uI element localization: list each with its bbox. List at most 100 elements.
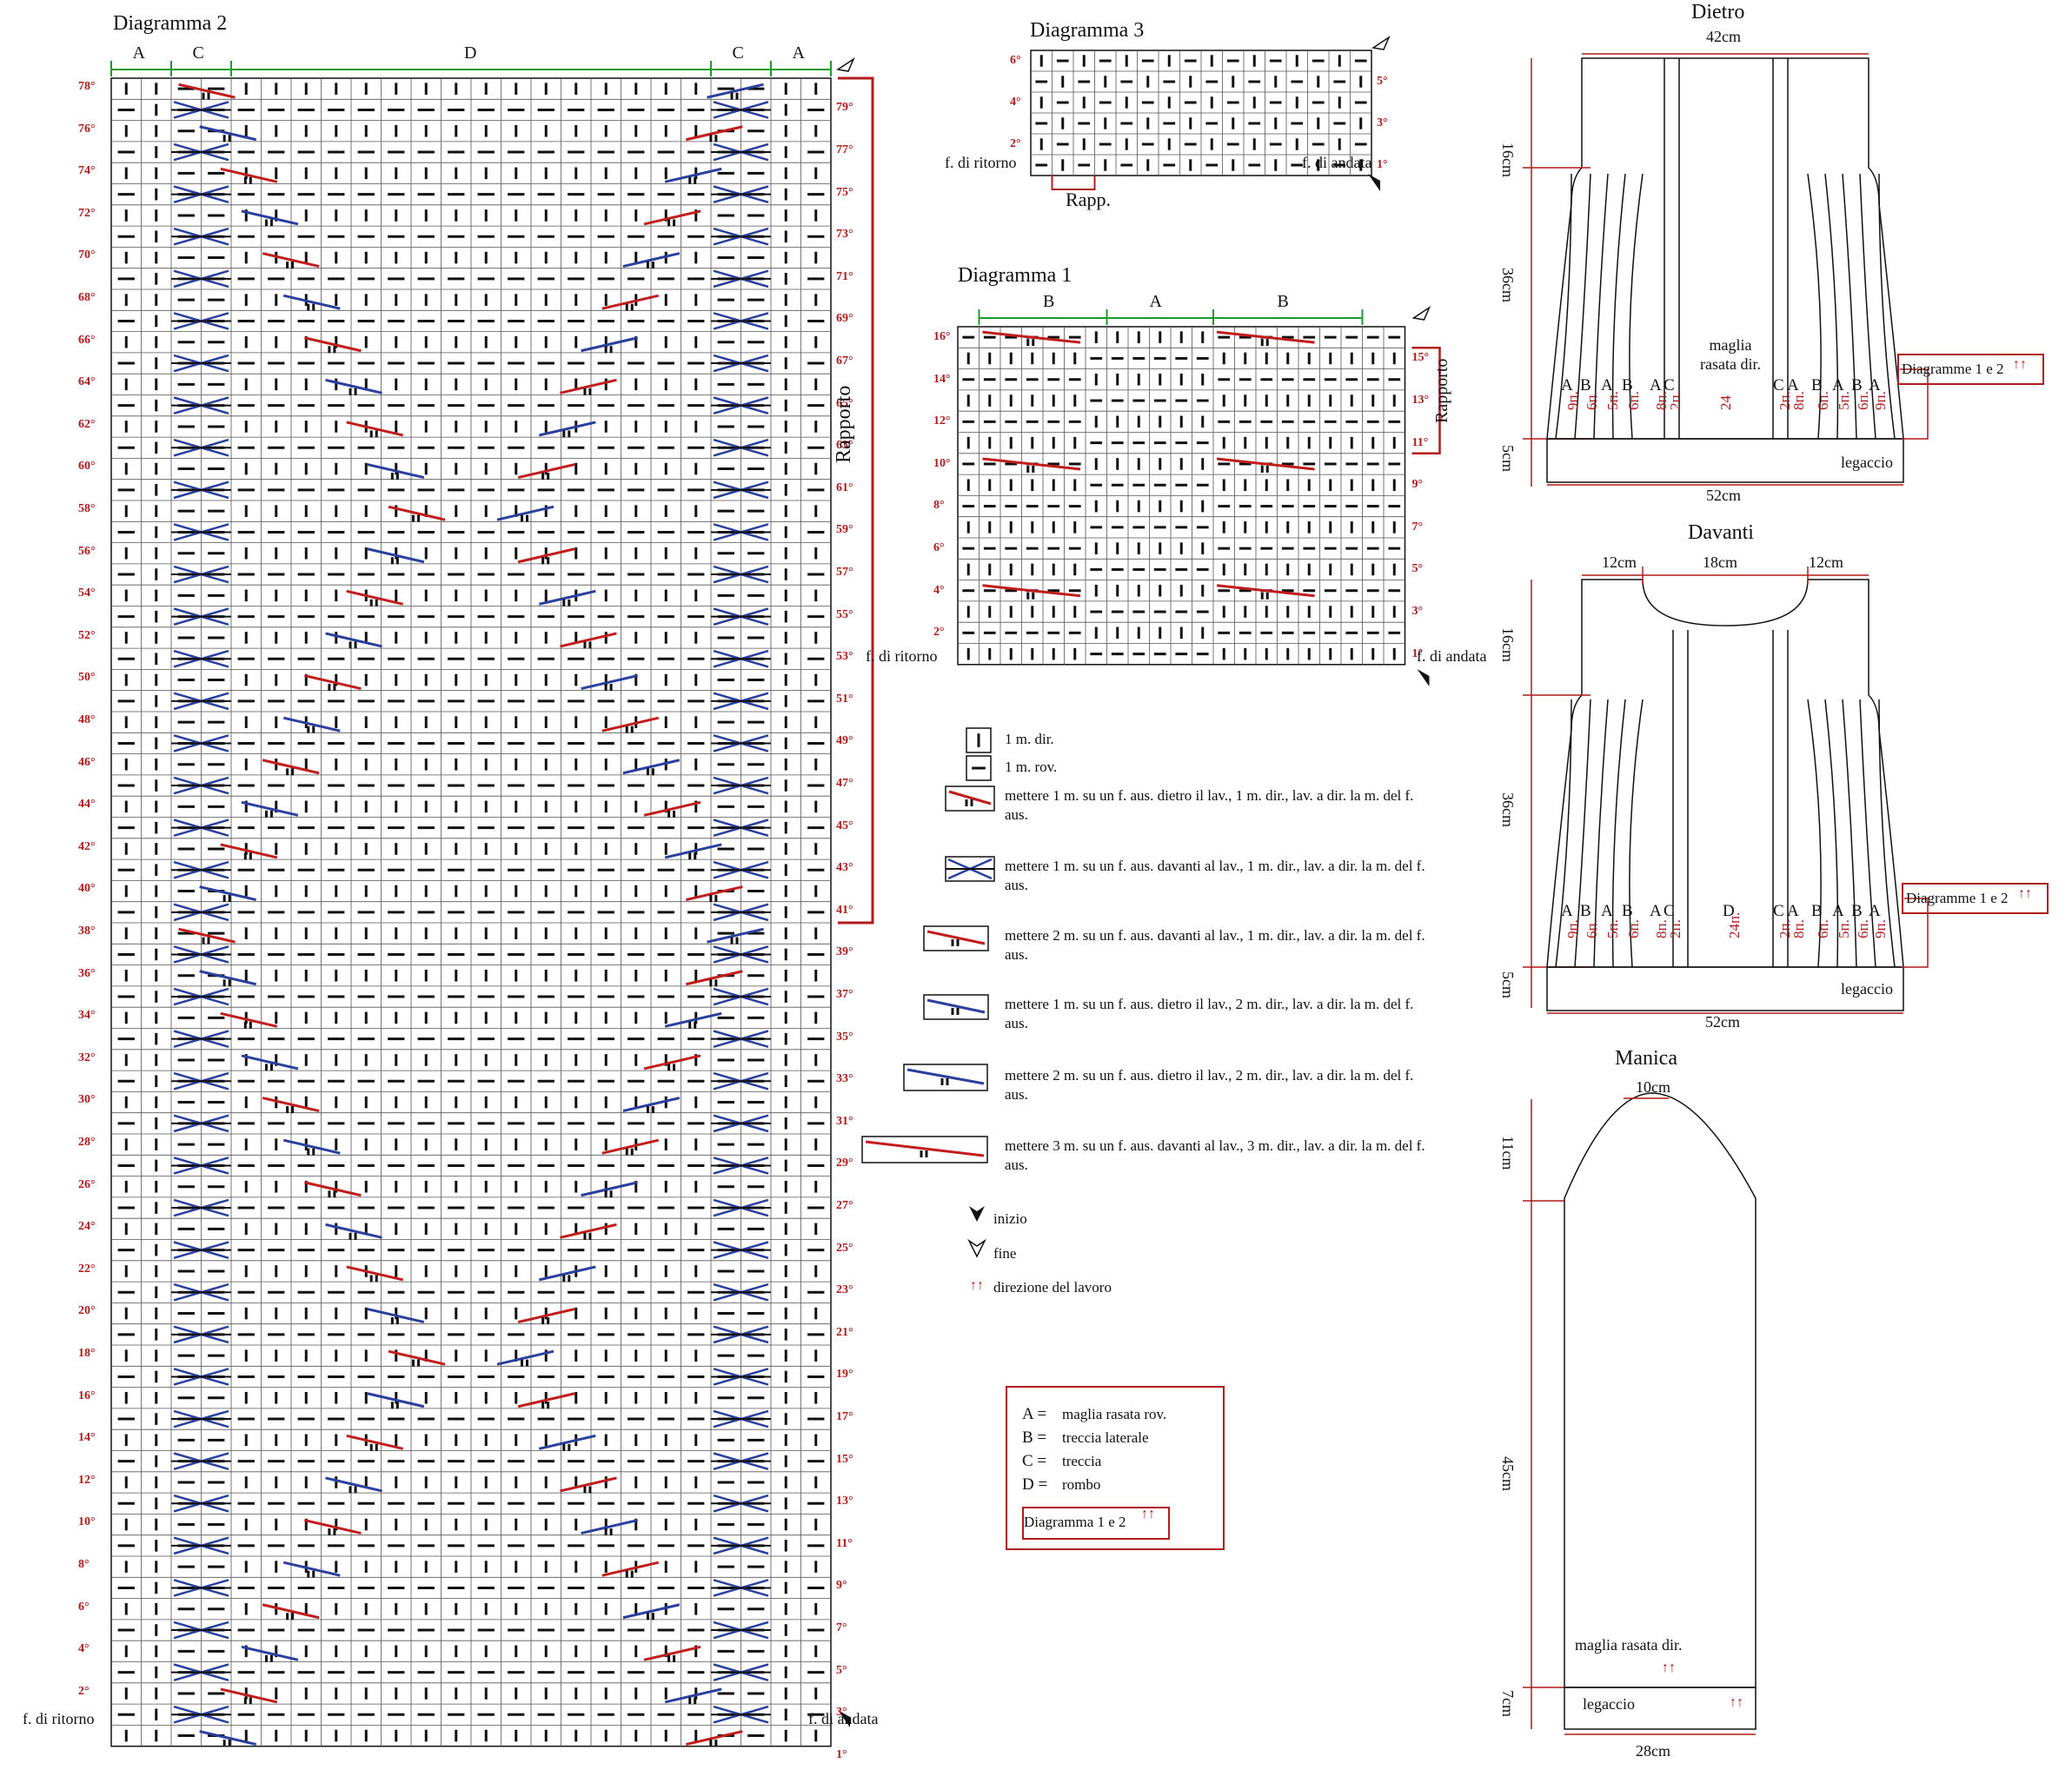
cable-left [282,1138,341,1155]
dietro-stitch-count: 6п. [1584,391,1600,410]
diagram-1-row-number: 2° [933,626,945,640]
cable-right [517,463,575,480]
cable-left [220,1687,278,1704]
diagram-1-row-number: 5° [1411,562,1424,576]
dietro-stitch-count: 5п. [1604,391,1621,410]
diagram-1-section-label: B [1277,292,1289,311]
davanti-width-mid: 18cm [1703,553,1737,571]
cable-right [664,843,722,859]
dietro-section-letter: A [1787,376,1799,394]
cable-left [367,1392,425,1409]
cable-left [262,1097,320,1113]
davanti-stitch-count: 5п. [1604,919,1621,938]
dietro-section-letter: C [1773,376,1784,394]
cable-2-front-red [926,930,986,945]
start-arrow-icon [1368,174,1380,191]
dietro-top-width: 42cm [1706,28,1741,45]
diagram-2-row-number: 67° [836,354,853,368]
diagram-3-row-number: 1° [1377,158,1388,171]
davanti-section-letter: A [1869,902,1881,920]
diagram-2-row-number: 2° [78,1684,90,1698]
diagram-2-row-number: 51° [836,692,853,706]
key-meaning: treccia [1062,1453,1102,1469]
diagram-1-return-row-label: f. di ritorno [866,647,938,665]
diagram-1-row-number: 16° [933,330,951,343]
end-arrow-icon [836,56,855,72]
cable-left [241,800,299,817]
cable-2-back-blue [906,1068,985,1085]
dietro-section-letter: A [1601,376,1613,394]
diagram-1-row-number: 9° [1411,478,1424,492]
cable-left [220,167,278,183]
manica-height-band: 7cm [1499,1690,1517,1717]
cable-right [622,252,681,268]
cable-left [346,1265,404,1282]
diagram-2-row-number: 65° [836,396,853,410]
diagram-2-row-number: 78° [78,80,96,93]
davanti-section-letter: A [1601,902,1613,920]
diagram-2-row-number: 70° [78,249,96,262]
cable-left [178,83,236,99]
diagram-2-row-number: 79° [836,101,853,115]
davanti-height-mid: 36cm [1499,792,1517,827]
cable-3-front-red [1216,330,1315,344]
davanti-curve [1824,699,1839,968]
diagram-2-row-number: 45° [836,819,853,832]
legend-item-text: 1 m. dir. [1005,731,1054,747]
diagram-2-row-number: 41° [836,903,853,917]
davanti-curve [1807,699,1822,968]
cable-left [220,1011,278,1028]
cable-right [538,1434,596,1450]
diagram-2-row-number: 57° [836,565,853,579]
cable-3-front-red [982,457,1081,471]
diagram-1-section-label: A [1149,292,1162,311]
diagram-2-row-number: 54° [78,587,96,600]
diagram-2-row-number: 12° [78,1473,96,1487]
diagram-1-row-number: 6° [933,541,945,554]
davanti-section-letter: B [1811,902,1823,920]
diagram-2-row-number: 18° [78,1347,96,1360]
diagram-2-row-number: 10° [78,1515,96,1529]
diagram-1-row-number: 11° [1411,435,1429,449]
diagram-1-row-number: 13° [1411,393,1430,407]
diagram-2-row-number: 31° [836,1114,853,1128]
dietro-curve [1593,173,1609,440]
diagram-2-row-number: 35° [836,1030,853,1044]
dietro-height-top: 16cm [1499,143,1517,177]
dietro-ref-leader [1900,368,1929,440]
cable-right [581,674,638,691]
dietro-section-letter: B [1851,376,1863,394]
cable-right [496,1349,555,1366]
diagram-2-row-number: 75° [836,185,853,199]
cable-left [262,252,320,268]
dietro-stitch-count: 24 [1717,395,1734,410]
dietro-section-letter: A [1650,376,1662,394]
dietro-curve [1574,173,1591,440]
cable-3-front-red [982,330,1081,344]
cable-right [643,1054,701,1070]
cable-3-front-red [1216,584,1315,598]
diagram-1-row-number: 7° [1411,520,1424,534]
diagram-3-row-number: 4° [1010,96,1021,109]
dietro-ref-box [1897,354,2044,385]
dietro-section-letter: B [1580,376,1591,394]
cable-left [325,1223,382,1239]
cable-right [517,547,575,564]
section-key-box [1006,1386,1225,1550]
cable-left [304,336,362,353]
diagram-2-row-number: 64° [78,375,96,389]
manica-outline [1564,1092,1757,1688]
cable-left [304,1519,362,1535]
diagram-2-row-number: 38° [78,925,96,938]
davanti-stitch-count: 5п. [1836,919,1852,938]
diagram-1-row-number: 10° [933,456,951,470]
key-diagram-ref-box [1022,1507,1170,1540]
dietro-curve [1824,173,1839,440]
dietro-section-letter: A [1832,376,1844,394]
cable-right [496,505,555,521]
manica-band [1564,1687,1757,1730]
diagram-2-row-number: 20° [78,1304,96,1318]
arrow-up-icon: ↑↑ [2013,357,2027,372]
cable-right [560,378,617,394]
davanti-section-letter: B [1622,902,1633,920]
